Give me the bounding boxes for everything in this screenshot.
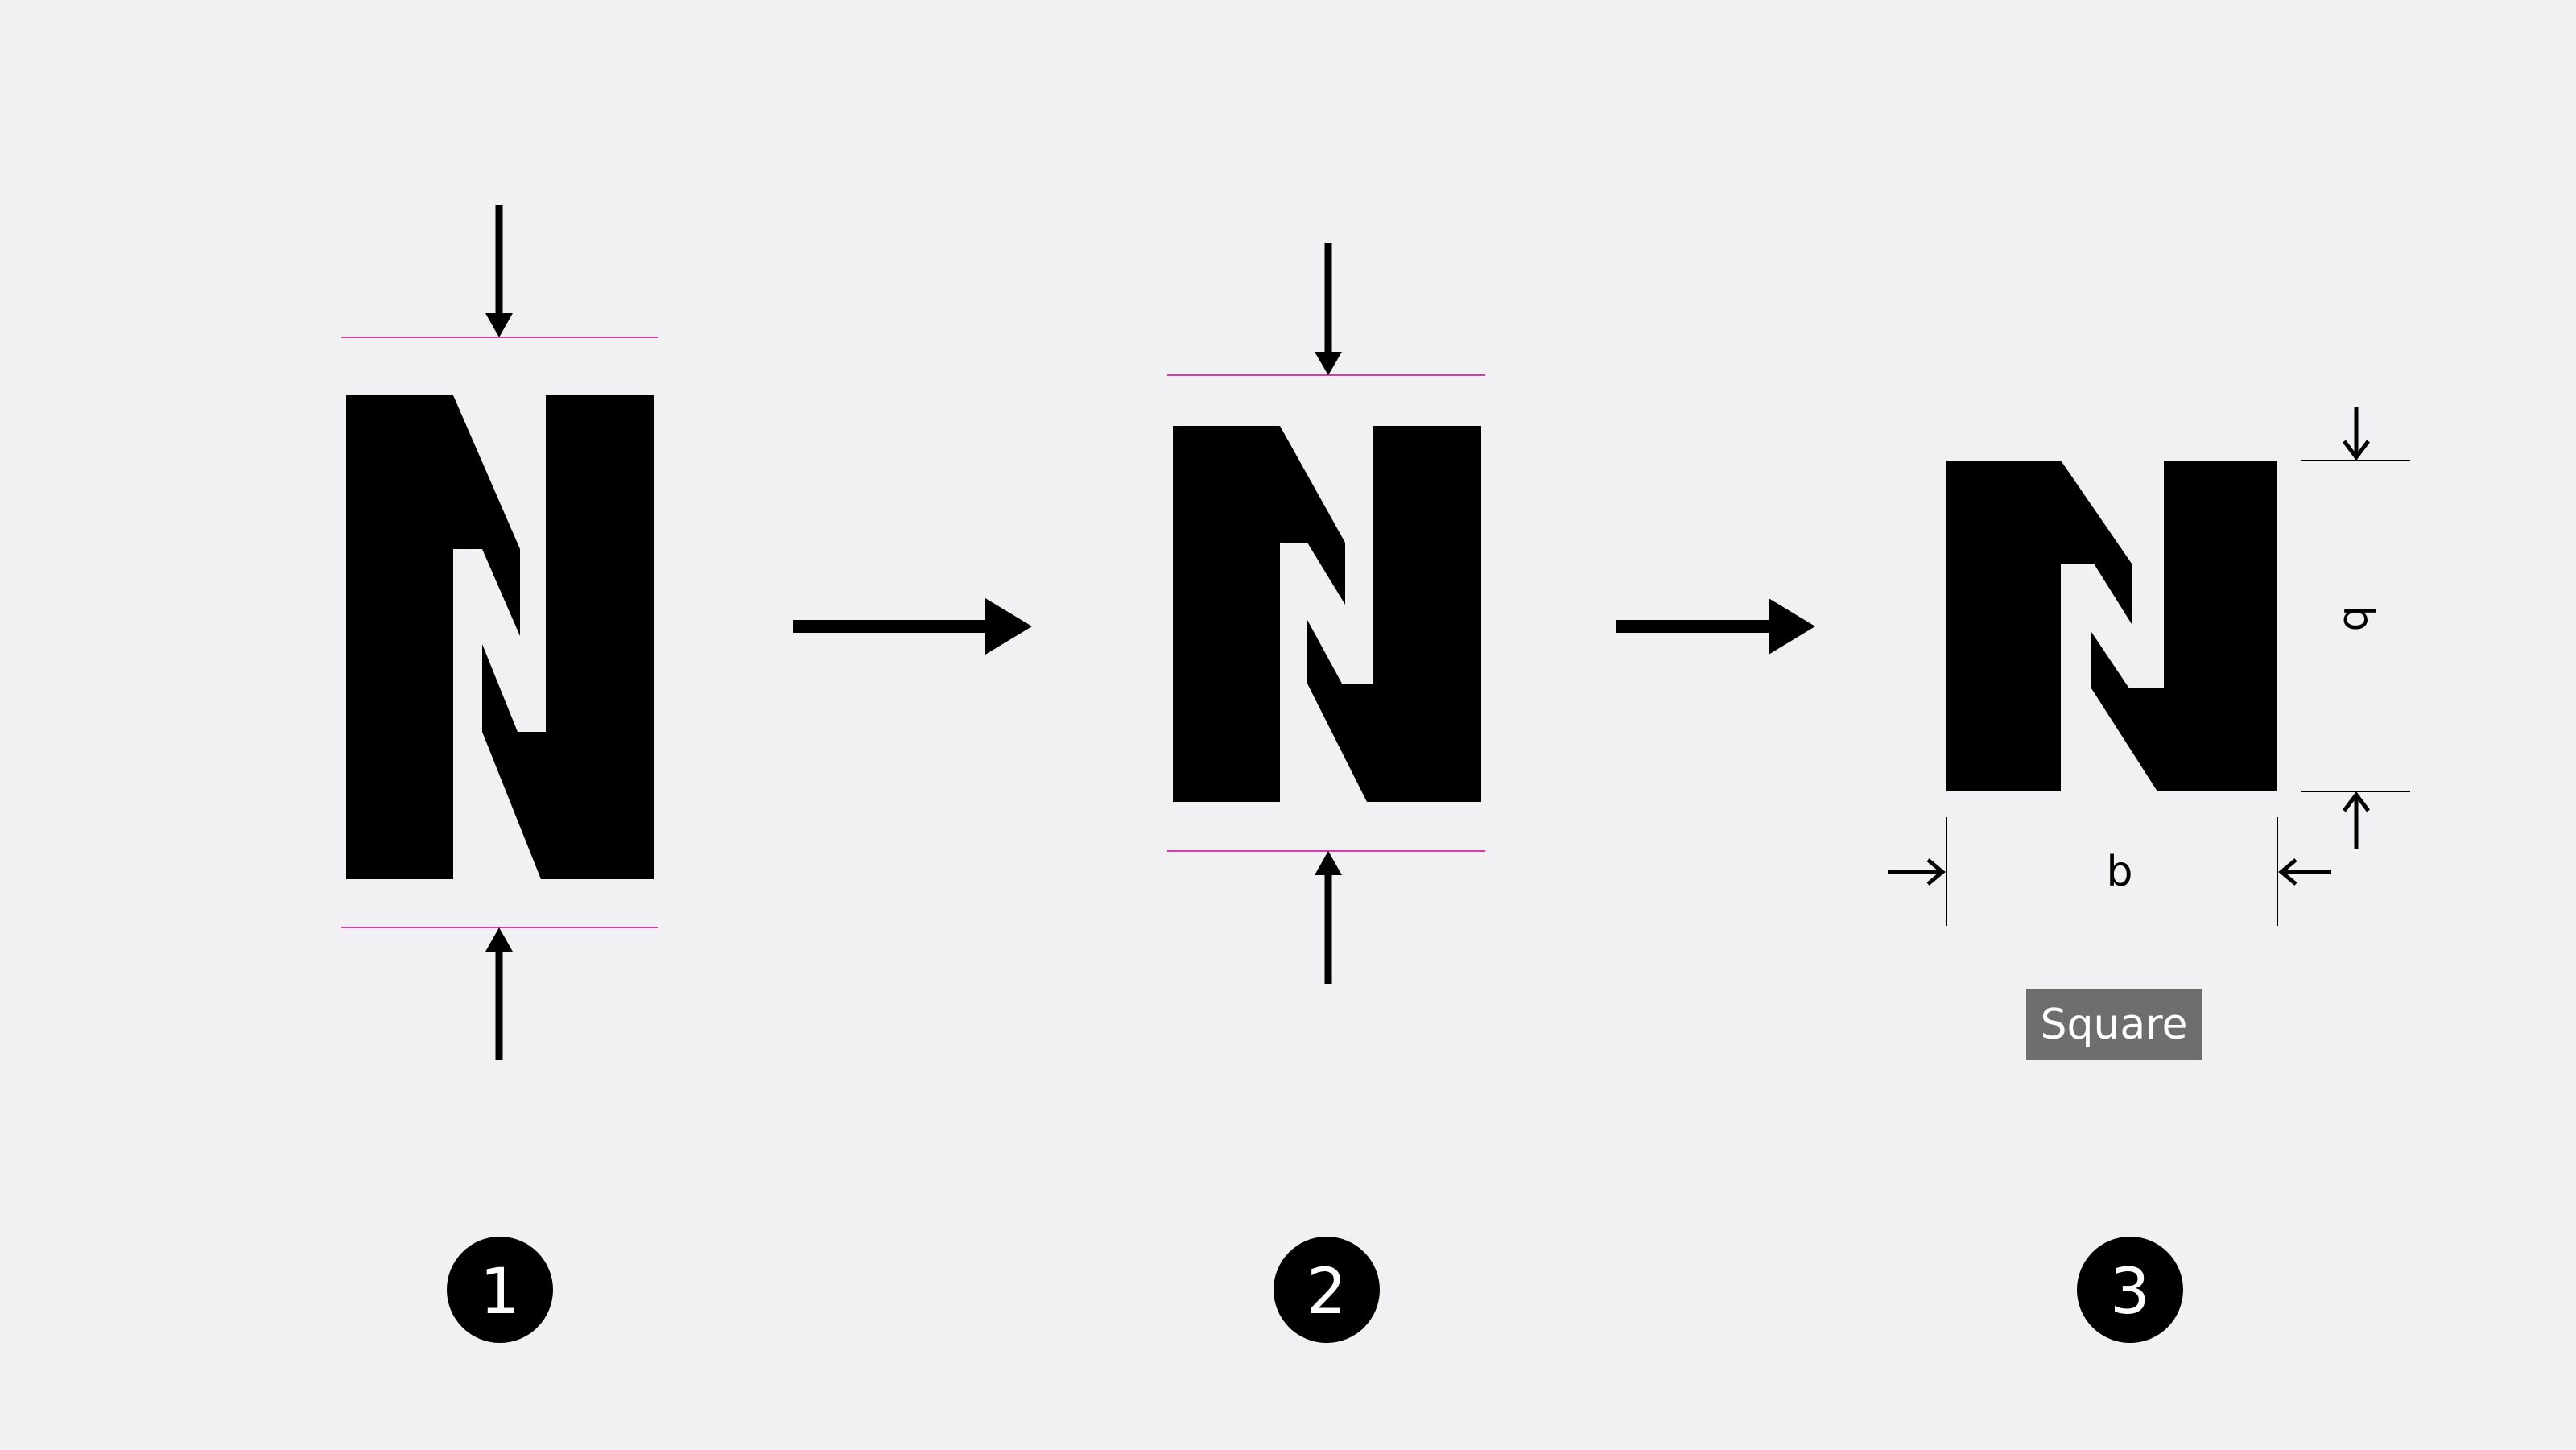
step-number-icon xyxy=(447,1237,553,1343)
step-label: 2 xyxy=(1307,1256,1347,1328)
square-badge-label: Square xyxy=(2040,1001,2187,1049)
width-label: b xyxy=(2106,848,2132,896)
compress-arrow-icon xyxy=(1315,851,1342,984)
step-number-icon xyxy=(2077,1237,2183,1343)
right-arrow-icon xyxy=(793,598,1032,655)
step-number-icon xyxy=(1274,1237,1380,1343)
step-number-3: 3 xyxy=(2077,1237,2183,1343)
step-label: 3 xyxy=(2110,1256,2150,1328)
step-label: 1 xyxy=(480,1256,520,1328)
letter-n-glyph-medium xyxy=(1173,426,1481,802)
height-label: b xyxy=(2334,605,2382,631)
stage-2 xyxy=(1167,243,1485,984)
stage-1 xyxy=(341,205,658,1060)
square-badge: Square xyxy=(2026,989,2202,1060)
dimension-arrow-icon xyxy=(2343,791,2370,849)
height-dimension: b xyxy=(2301,407,2410,849)
letter-n-glyph-square xyxy=(1946,461,2277,791)
right-arrow-icon xyxy=(1616,598,1815,655)
width-dimension: b xyxy=(1888,817,2331,926)
step-number-1: 1 xyxy=(447,1237,553,1343)
dimension-arrow-icon xyxy=(2278,858,2331,886)
letter-n-glyph-tall xyxy=(346,395,654,879)
compress-arrow-icon xyxy=(485,205,513,337)
compress-arrow-icon xyxy=(485,927,513,1060)
dimension-arrow-icon xyxy=(2343,407,2370,461)
compress-arrow-icon xyxy=(1315,243,1342,375)
dimension-arrow-icon xyxy=(1888,858,1946,886)
step-number-2: 2 xyxy=(1274,1237,1380,1343)
stage-3: b b Square xyxy=(1888,407,2410,1060)
